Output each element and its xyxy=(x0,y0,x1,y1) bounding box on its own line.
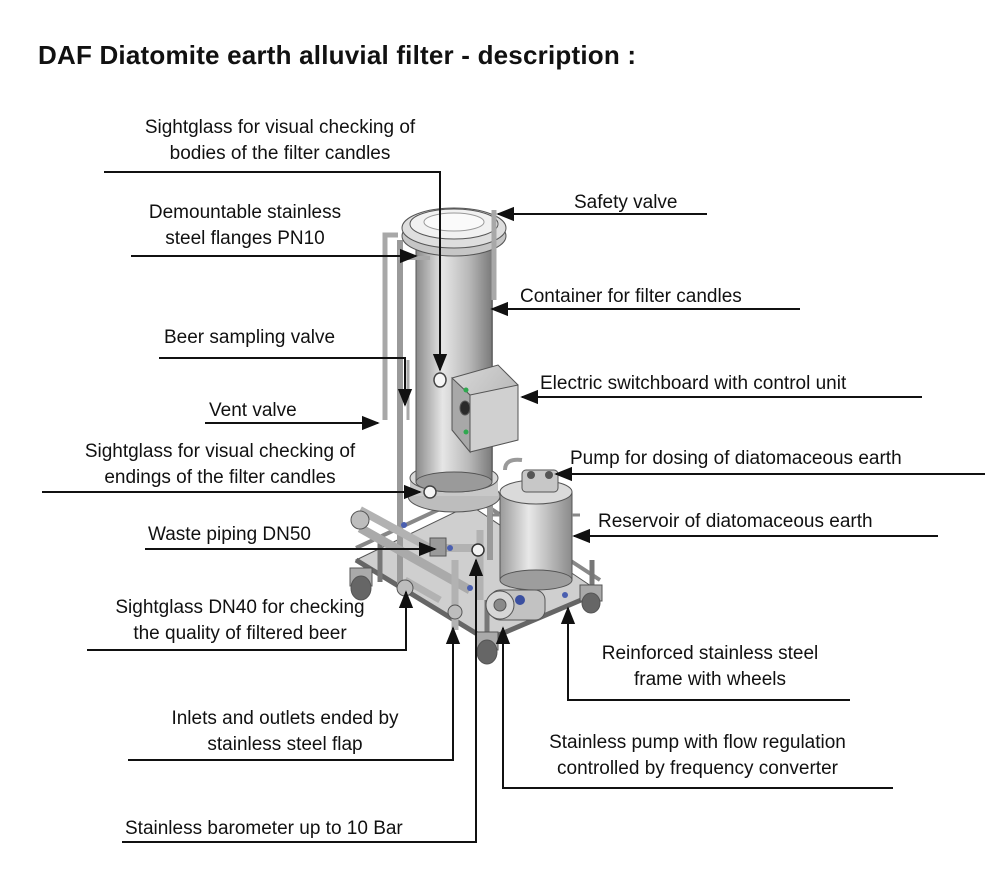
label-line: Vent valve xyxy=(209,400,297,421)
label-safety-valve: Safety valve xyxy=(574,190,678,216)
label-line: Waste piping DN50 xyxy=(148,524,311,545)
valve-icon xyxy=(562,592,568,598)
label-beer-sampling: Beer sampling valve xyxy=(164,325,335,351)
label-line: Stainless pump with flow regulation xyxy=(549,732,846,753)
page-title: DAF Diatomite earth alluvial filter - de… xyxy=(38,40,637,70)
wheel-icon xyxy=(475,631,499,665)
valve-icon xyxy=(447,545,453,551)
main-pump xyxy=(485,589,546,621)
dosing-pump xyxy=(503,457,559,493)
machine xyxy=(349,207,603,665)
label-waste-piping: Waste piping DN50 xyxy=(148,522,311,548)
indicator-icon xyxy=(463,429,469,435)
label-switchboard: Electric switchboard with control unit xyxy=(540,371,846,397)
label-line: bodies of the filter candles xyxy=(169,143,391,164)
label-line: frame with wheels xyxy=(633,669,787,690)
label-line: endings of the filter candles xyxy=(104,467,336,488)
leader-sightglass-dn40 xyxy=(87,590,414,651)
label-line: Container for filter candles xyxy=(520,286,742,307)
valve-icon xyxy=(401,522,407,528)
label-line: Pump for dosing of diatomaceous earth xyxy=(570,448,902,469)
leader-beer-sampling xyxy=(159,357,413,407)
leader-frame xyxy=(560,606,850,701)
label-stainless-pump: Stainless pump with flow regulation cont… xyxy=(505,730,890,782)
sightglass-icon xyxy=(433,372,447,388)
leader-inlets xyxy=(128,626,461,761)
leader-barometer xyxy=(122,558,484,843)
label-line: Electric switchboard with control unit xyxy=(540,373,847,394)
label-line: Demountable stainless xyxy=(148,202,342,223)
barometer-icon xyxy=(471,543,485,557)
valve-icon xyxy=(467,585,473,591)
label-line: the quality of filtered beer xyxy=(133,623,347,644)
label-line: Inlets and outlets ended by xyxy=(171,708,399,729)
display-icon xyxy=(459,400,471,416)
leader-lines xyxy=(42,171,985,843)
indicator-icon xyxy=(463,387,469,393)
filter-column xyxy=(415,231,493,493)
label-sightglass-bodies: Sightglass for visual checking of bodies… xyxy=(100,115,460,167)
label-line: Reinforced stainless steel xyxy=(601,643,819,664)
top-flange xyxy=(401,207,507,257)
leader-stainless-pump xyxy=(495,626,893,789)
label-line: Sightglass for visual checking of xyxy=(144,117,416,138)
label-line: stainless steel flap xyxy=(207,734,363,755)
label-line: Sightglass for visual checking of xyxy=(84,441,356,462)
label-line: Stainless barometer up to 10 Bar xyxy=(125,818,403,839)
label-line: Beer sampling valve xyxy=(164,327,336,348)
label-dosing-pump: Pump for dosing of diatomaceous earth xyxy=(570,446,902,472)
label-reservoir: Reservoir of diatomaceous earth xyxy=(598,509,873,535)
label-frame: Reinforced stainless steel frame with wh… xyxy=(570,641,850,693)
label-vent-valve: Vent valve xyxy=(209,398,297,424)
leader-sightglass-bodies xyxy=(104,171,448,372)
label-sightglass-dn40: Sightglass DN40 for checking the quality… xyxy=(80,595,400,647)
label-line: steel flanges PN10 xyxy=(165,228,325,249)
label-line: Sightglass DN40 for checking xyxy=(115,597,365,618)
label-line: Safety valve xyxy=(574,192,678,213)
wheel-icon xyxy=(579,584,603,614)
label-container: Container for filter candles xyxy=(520,284,742,310)
label-sightglass-endings: Sightglass for visual checking of ending… xyxy=(40,439,400,491)
label-inlets-outlets: Inlets and outlets ended by stainless st… xyxy=(130,706,440,758)
label-barometer: Stainless barometer up to 10 Bar xyxy=(125,816,403,842)
sightglass-icon xyxy=(423,485,437,499)
switchboard xyxy=(451,364,519,454)
wheel-icon xyxy=(349,567,373,601)
label-line: controlled by frequency converter xyxy=(557,758,838,779)
label-line: Reservoir of diatomaceous earth xyxy=(598,511,873,532)
reservoir xyxy=(492,479,580,591)
label-flanges: Demountable stainless steel flanges PN10 xyxy=(125,200,365,252)
